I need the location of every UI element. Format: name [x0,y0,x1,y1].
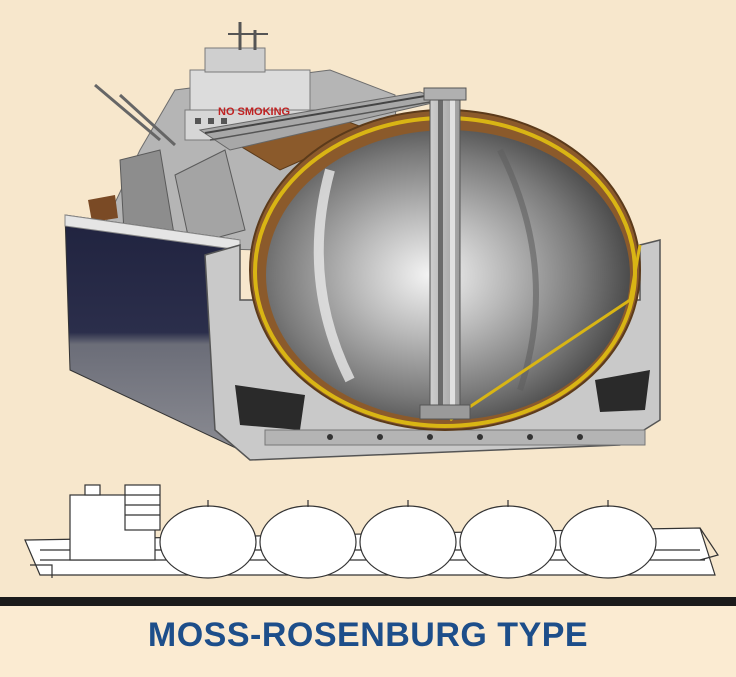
no-smoking-label: NO SMOKING [218,106,290,118]
caption-band [0,606,736,677]
figure-caption: MOSS-ROSENBURG TYPE [147,616,589,654]
ship-profile-drawing [24,484,719,579]
caption-divider [0,597,736,606]
pump-tower [419,87,471,420]
